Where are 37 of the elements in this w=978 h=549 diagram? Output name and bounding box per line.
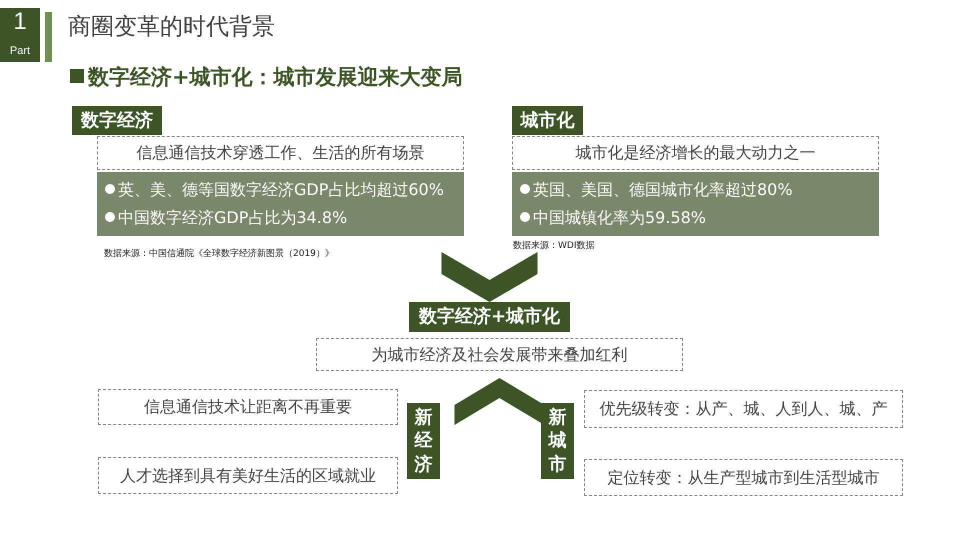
statement-text: 为城市经济及社会发展带来叠加红利 [372, 344, 628, 366]
heading-tag [512, 106, 583, 135]
section-heading: 数字经济+城市化：城市发展迎来大变局 [70, 62, 463, 92]
chevron-arrow [442, 252, 538, 302]
statement-box [584, 459, 903, 496]
bullet-text: 中国数字经济GDP占比为34.8% [105, 204, 348, 232]
statement-text: 人才选择到具有美好生活的区域就业 [120, 464, 376, 486]
bullet-text: 英、美、德等国数字经济GDP占比均超过60% [105, 176, 444, 204]
tag-text: 城市化 [520, 110, 574, 132]
tag-text: 新城市 [548, 406, 566, 476]
statement-box [512, 136, 879, 170]
fact-panel [512, 172, 879, 236]
source-note: 数据来源：WDI数据 [513, 240, 594, 252]
fact-panel [97, 172, 464, 236]
statement-text: 信息通信技术让距离不再重要 [144, 396, 352, 418]
tag-text: 新经济 [414, 406, 432, 476]
statement-box [98, 457, 398, 494]
tag-text: 数字经济+城市化 [418, 306, 560, 328]
statement-text: 信息通信技术穿透工作、生活的所有场景 [136, 142, 424, 164]
bullet-text: 中国城镇化率为59.58% [520, 204, 706, 232]
tag-text: 数字经济 [81, 110, 153, 132]
statement-text: 定位转变：从生产型城市到生活型城市 [608, 466, 880, 488]
heading-tag [72, 106, 162, 135]
source-note: 数据来源：中国信通院《全球数字经济新图景（2019）》 [104, 248, 334, 260]
statement-text: 城市化是经济增长的最大动力之一 [576, 142, 816, 164]
heading-tag [409, 302, 570, 332]
statement-text: 优先级转变：从产、城、人到人、城、产 [600, 398, 888, 420]
category-tag [407, 403, 440, 479]
statement-box [584, 390, 903, 428]
category-tag [541, 403, 574, 479]
part-label: Part [8, 45, 32, 58]
statement-box [316, 338, 683, 371]
part-number: 1 [12, 9, 28, 35]
statement-box [97, 136, 464, 170]
statement-box [98, 389, 398, 425]
page-title: 商圈变革的时代背景 [68, 13, 275, 42]
bullet-text: 英国、美国、德国城市化率超过80% [520, 176, 793, 204]
